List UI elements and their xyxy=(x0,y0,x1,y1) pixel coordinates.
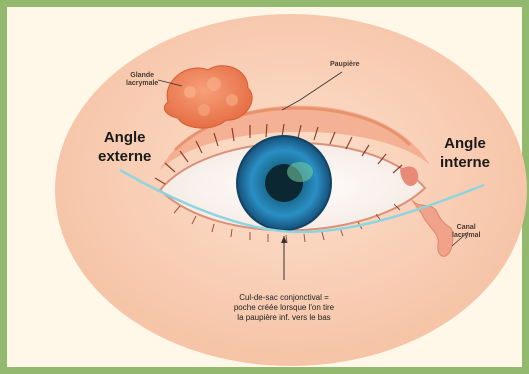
label-canal-lacrymal: Canal lacrymal xyxy=(452,224,480,240)
label-paupiere: Paupière xyxy=(330,61,360,69)
iris-highlight xyxy=(287,162,313,182)
label-cul-de-sac: Cul-de-sac conjonctival = poche créée lo… xyxy=(208,293,360,323)
label-glande-lacrymale: Glande lacrymale xyxy=(126,72,158,88)
label-angle-interne: Angle interne xyxy=(440,134,490,172)
label-angle-externe: Angle externe xyxy=(98,128,151,166)
